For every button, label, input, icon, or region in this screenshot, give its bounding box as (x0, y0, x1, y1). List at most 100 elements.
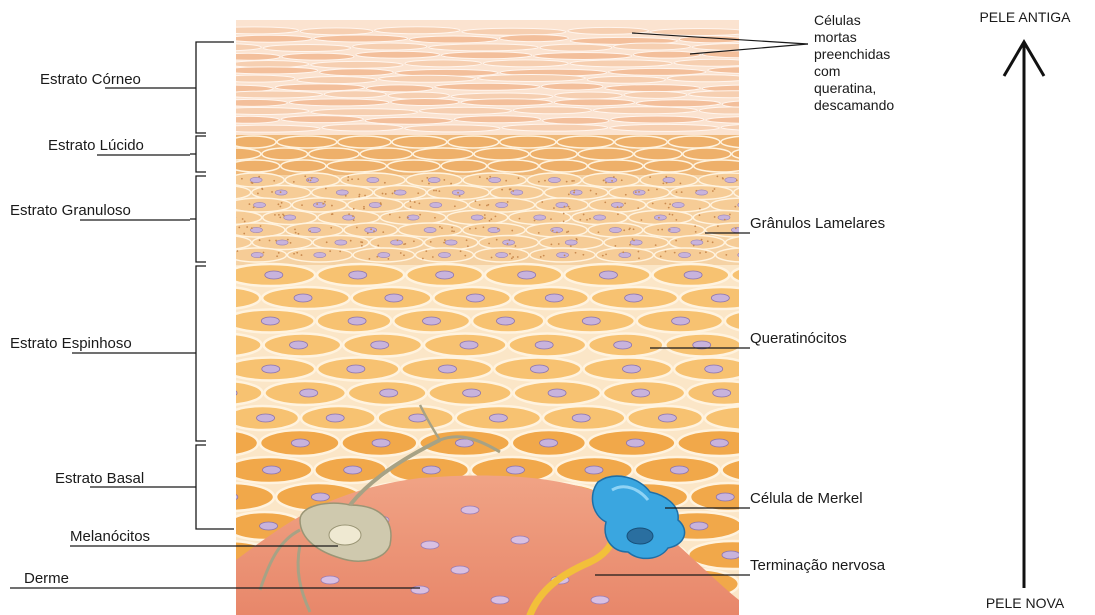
lamellar-granule (716, 176, 718, 178)
lamellar-granule (441, 227, 443, 229)
label-estrato-basal: Estrato Basal (55, 470, 144, 487)
granular-cells (198, 173, 789, 262)
lamellar-granule (668, 207, 670, 209)
dead-cell-flake (555, 92, 622, 99)
lucidum-cell (694, 160, 750, 172)
lamellar-granule (566, 181, 568, 183)
lamellar-granule (216, 240, 218, 242)
granular-cell-nucleus (496, 202, 508, 207)
dead-cell-flake (542, 83, 603, 90)
lamellar-granule (761, 188, 763, 190)
lamellar-granule (693, 245, 695, 247)
lamellar-granule (373, 230, 375, 232)
dead-cell-flake (375, 27, 460, 34)
lamellar-granule (422, 258, 424, 260)
lamellar-granule (746, 202, 748, 204)
lamellar-granule (614, 245, 616, 247)
granular-cell-nucleus (696, 190, 708, 195)
lamellar-granule (586, 219, 588, 221)
lamellar-granule (540, 256, 542, 258)
lamellar-granule (724, 219, 726, 221)
lamellar-granule (507, 201, 509, 203)
granular-cell-nucleus (691, 240, 703, 245)
lamellar-granule (635, 191, 637, 193)
lamellar-granule (417, 192, 419, 194)
dead-cell-flake (454, 116, 540, 123)
granular-cell-nucleus (731, 227, 743, 232)
keratinocyte-nucleus (530, 365, 548, 373)
keratinocyte-nucleus (743, 414, 761, 422)
dead-cell-flake (543, 117, 609, 124)
lamellar-granule (414, 201, 416, 203)
lamellar-granule (238, 227, 240, 229)
lamellar-granule (293, 181, 295, 183)
lamellar-granule (746, 207, 748, 209)
lamellar-granule (743, 242, 745, 244)
granular-cell-nucleus (218, 190, 230, 195)
lamellar-granule (304, 175, 306, 177)
lamellar-granule (512, 256, 514, 258)
dead-cells-line-6: descamando (814, 97, 894, 113)
dead-cell-flake (216, 53, 280, 60)
lamellar-granule (657, 229, 659, 231)
lamellar-granule (637, 251, 639, 253)
lamellar-granule (271, 191, 273, 193)
lamellar-granule (672, 214, 674, 216)
lamellar-granule (628, 228, 630, 230)
keratinocyte-nucleus (265, 271, 283, 279)
lamellar-granule (489, 220, 491, 222)
lamellar-granule (590, 190, 592, 192)
keratinocyte-nucleus (599, 271, 617, 279)
lamellar-granule (633, 239, 635, 241)
lamellar-granule (316, 203, 318, 205)
lamellar-granule (669, 213, 671, 215)
keratinocyte-nucleus (716, 493, 734, 501)
keratinocyte (722, 457, 812, 483)
lamellar-granule (757, 202, 759, 204)
lamellar-granule (511, 257, 513, 259)
lucidum-cell (309, 148, 360, 160)
lamellar-granule (589, 218, 591, 220)
lamellar-granule (669, 203, 671, 205)
keratinocyte-nucleus (489, 414, 507, 422)
dead-cell-flake (314, 35, 408, 42)
lamellar-granule (665, 251, 667, 253)
label-celula-merkel: Célula de Merkel (750, 490, 863, 507)
lucidum-cell (615, 136, 668, 148)
lamellar-granule (569, 208, 571, 210)
keratinocyte-nucleus (626, 439, 644, 447)
keratinocyte (186, 287, 260, 309)
lamellar-granule (307, 179, 309, 181)
lamellar-granule (479, 204, 481, 206)
dead-cell-flake (706, 117, 811, 124)
keratinocyte-nucleus (218, 341, 236, 349)
granular-cell-nucleus (605, 177, 617, 182)
lamellar-granule (680, 182, 682, 184)
lamellar-granule (226, 216, 228, 218)
dead-cell-flake (311, 61, 403, 68)
layer-brackets (190, 42, 234, 529)
lamellar-granule (534, 220, 536, 222)
lamellar-granule (759, 191, 761, 193)
lamellar-granule (496, 239, 498, 241)
dead-cell-flake (624, 91, 687, 98)
lamellar-granule (621, 179, 623, 181)
dead-cells-line-5: queratina, (814, 80, 876, 96)
lamellar-granule (294, 228, 296, 230)
dermis-nucleus (511, 536, 529, 544)
dead-cell-flake (367, 85, 433, 92)
lamellar-granule (353, 208, 355, 210)
granular-cell-nucleus (254, 202, 266, 207)
lamellar-granule (583, 214, 585, 216)
granular-cell-nucleus (534, 215, 546, 220)
dead-cell-flake (212, 125, 320, 132)
lamellar-granule (620, 206, 622, 208)
lamellar-granule (734, 206, 736, 208)
lamellar-granule (567, 231, 569, 233)
lamellar-granule (249, 203, 251, 205)
lamellar-granule (348, 213, 350, 215)
lamellar-granule (209, 216, 211, 218)
dead-cell-flake (477, 75, 585, 82)
lamellar-granule (725, 254, 727, 256)
lamellar-granule (276, 255, 278, 257)
